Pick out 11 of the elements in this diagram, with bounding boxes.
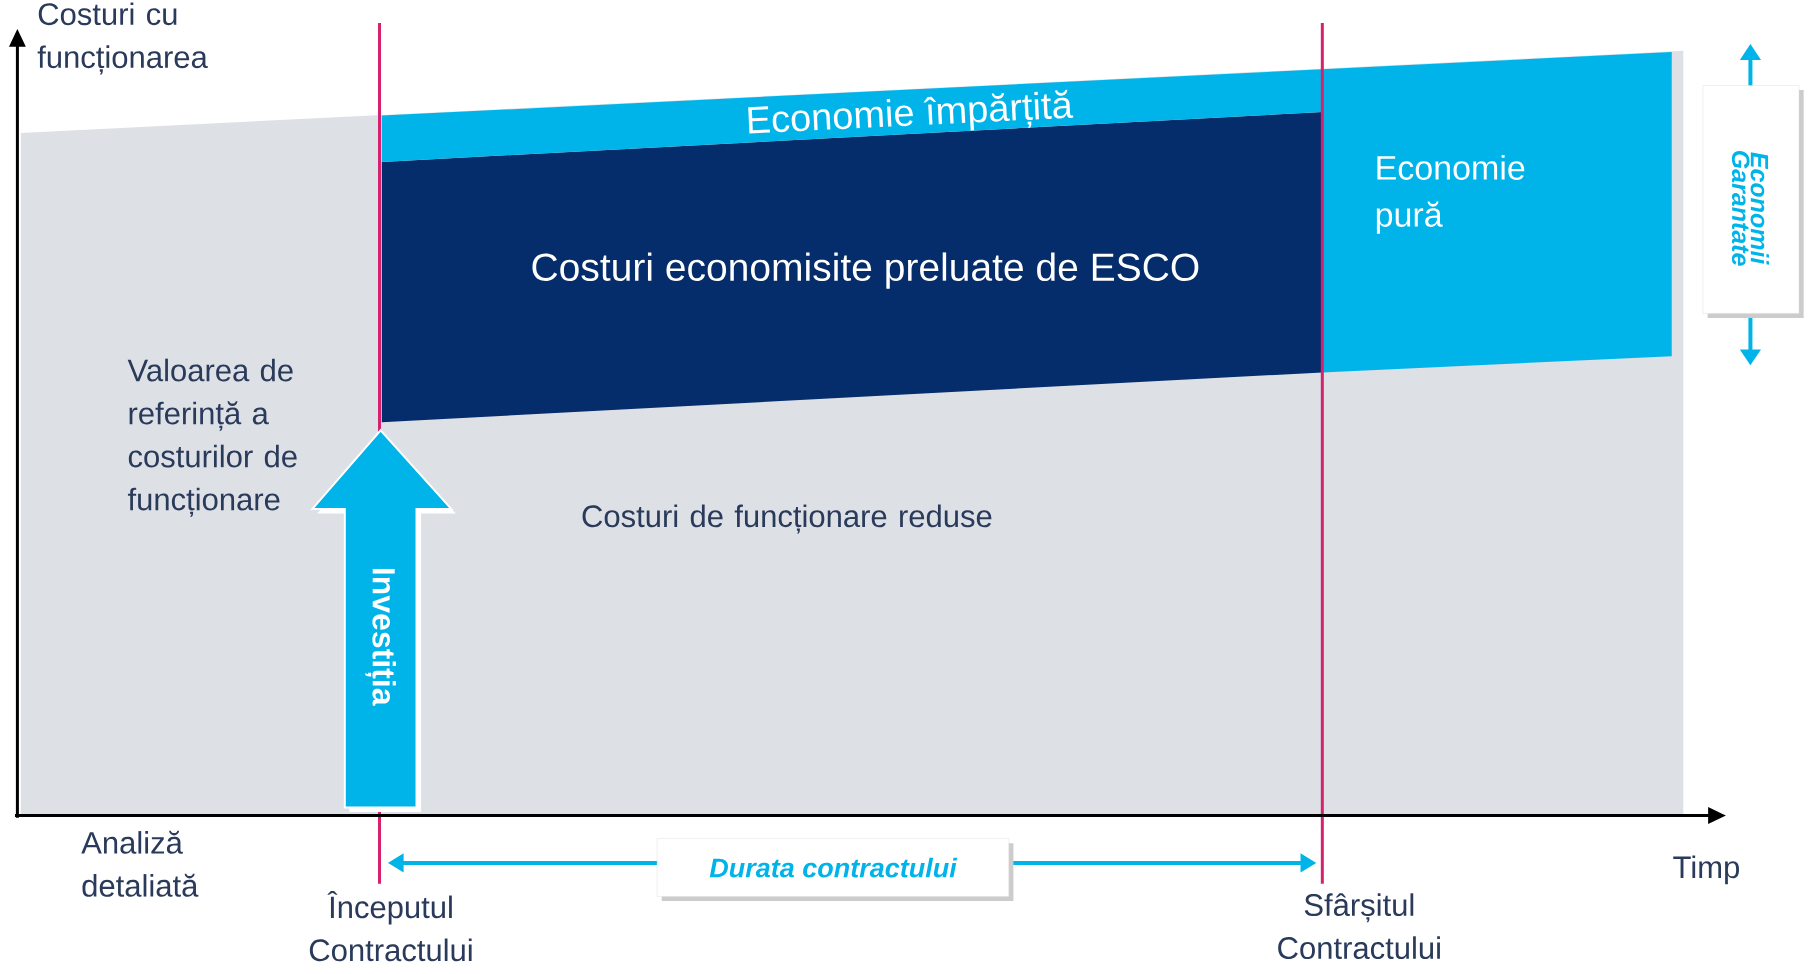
duration-label: Durata contractului	[656, 838, 1014, 902]
region-label: Costuri de funcționare reduse	[582, 504, 992, 534]
pure-savings-band: Economie pură	[1322, 52, 1672, 373]
baseline-label: Valoarea de referință a costurilor de funcționare	[127, 358, 297, 517]
guaranteed-savings-box: Economii Garantate	[1702, 85, 1804, 318]
axis-title: Costuri cu funcționarea	[37, 2, 208, 75]
axis-label: Sfârșitul Contractului	[1278, 893, 1440, 960]
shared-savings-band: Economie împărțită	[381, 69, 1323, 162]
axis-label: Începutul Contractului	[309, 890, 472, 962]
axis-label: Analiză detaliată	[81, 830, 199, 897]
axis-title: Timp	[1673, 855, 1739, 885]
